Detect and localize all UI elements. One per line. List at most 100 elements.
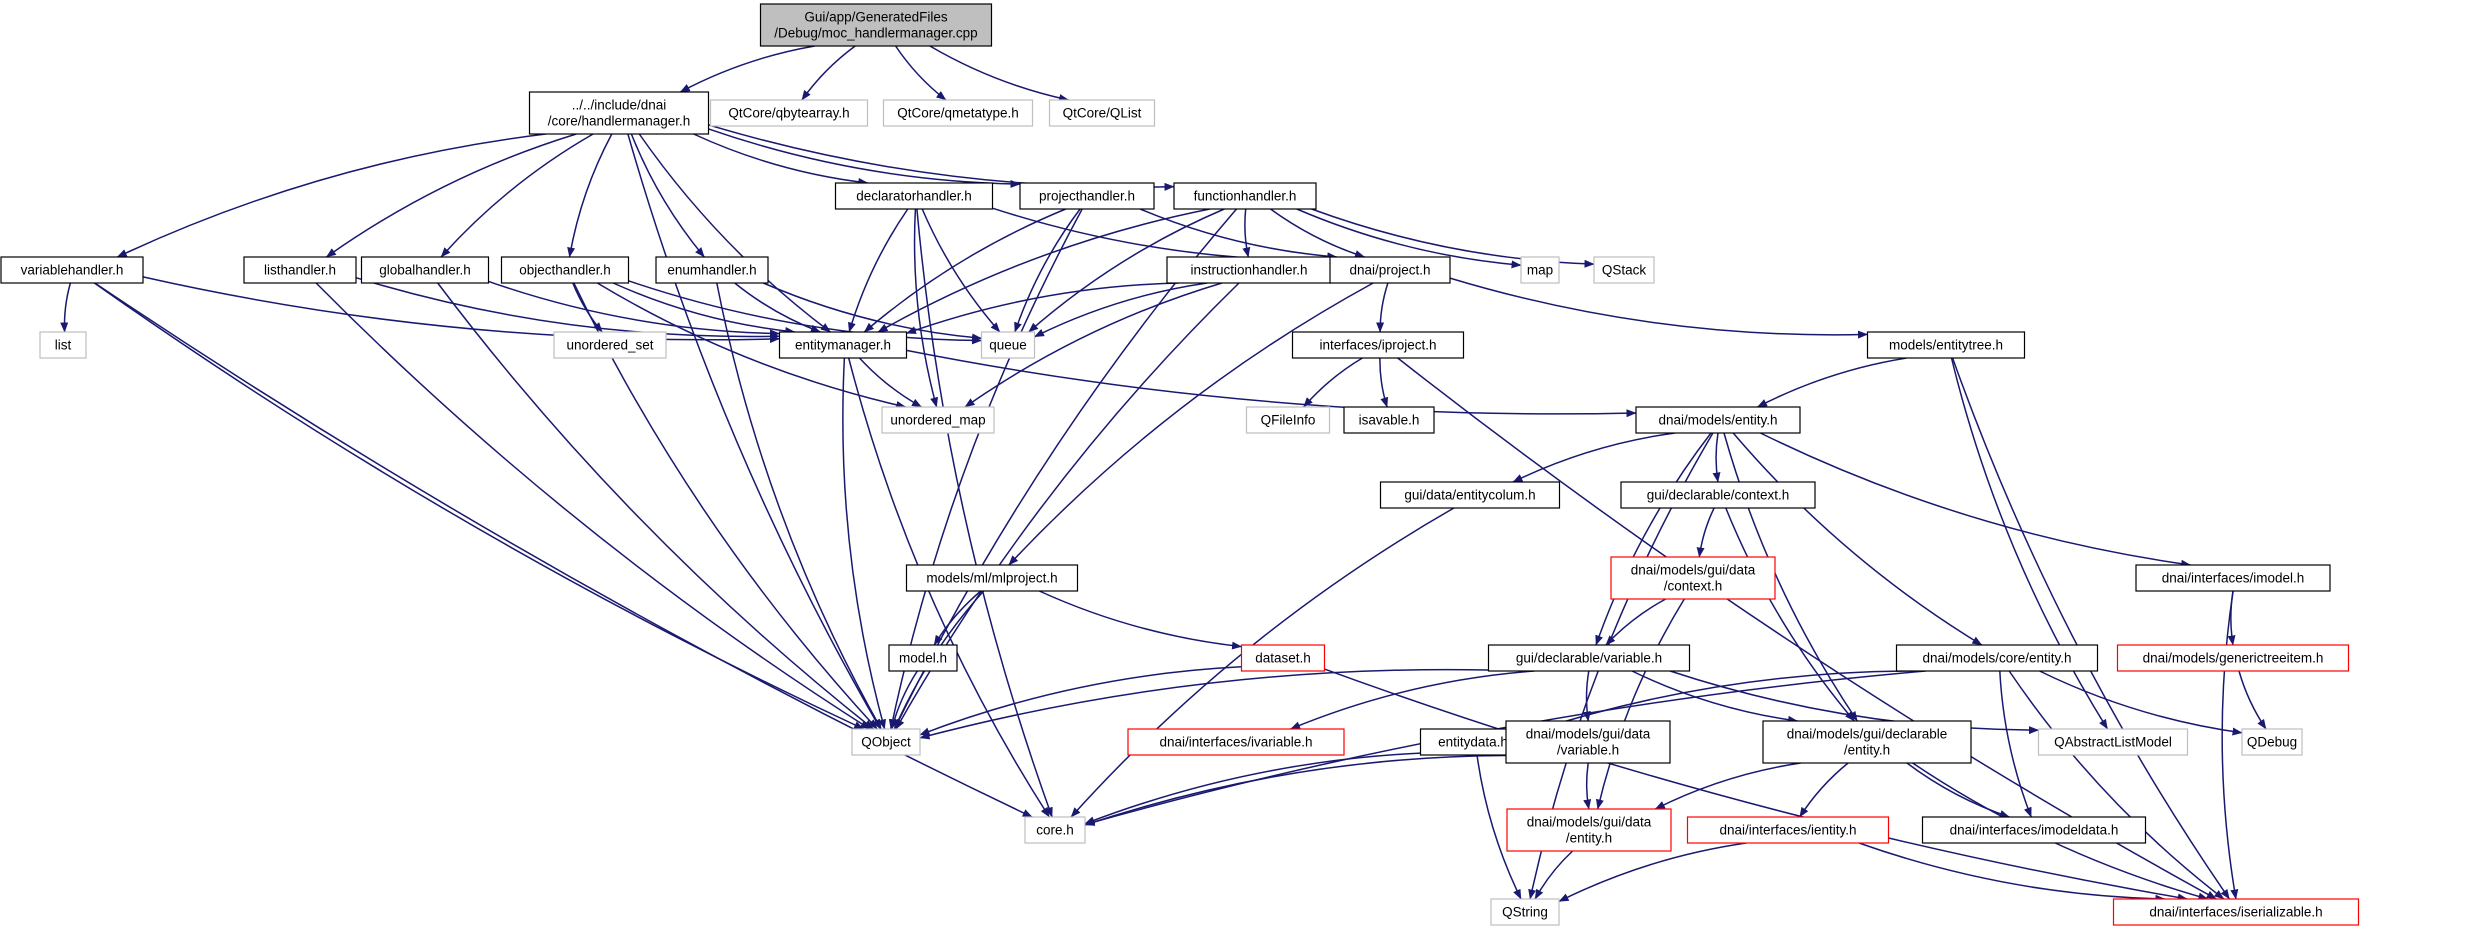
node-globalhandler: globalhandler.h	[360, 256, 490, 284]
node-label: dnai/interfaces/imodeldata.h	[1950, 823, 2119, 838]
node-box	[2037, 728, 2189, 756]
nodes-layer: Gui/app/GeneratedFiles/Debug/moc_handler…	[0, 3, 2360, 926]
edge-handlermanager-to-entitymanager	[638, 133, 831, 333]
node-variable: gui/declarable/variable.h	[1487, 644, 1691, 672]
edge-iproject-to-qfileinfo	[1303, 357, 1363, 408]
node-label: core.h	[1036, 823, 1074, 838]
edge-root-to-qmetatype	[894, 45, 947, 101]
node-label: objecthandler.h	[519, 263, 611, 278]
node-dataset: dataset.h	[1240, 644, 1326, 672]
node-label: instructionhandler.h	[1190, 263, 1307, 278]
node-label: enumhandler.h	[667, 263, 756, 278]
edge-variablehandler-to-list	[60, 282, 72, 333]
edge-listhandler-to-entitymanager	[355, 276, 780, 341]
node-objecthandler: objecthandler.h	[500, 256, 630, 284]
node-iproject: interfaces/iproject.h	[1291, 331, 1465, 359]
node-label: model.h	[899, 651, 947, 666]
edge-core-entity-to-qdebug	[2039, 670, 2243, 736]
node-entity: dnai/models/entity.h	[1635, 406, 1801, 434]
node-entitytree: models/entitytree.h	[1866, 331, 2026, 359]
node-box	[1487, 644, 1691, 672]
node-mlproject: models/ml/mlproject.h	[905, 564, 1079, 592]
node-box	[553, 331, 667, 359]
edge-functionhandler-to-map	[1296, 208, 1522, 269]
node-core: core.h	[1024, 816, 1086, 844]
node-project: dnai/project.h	[1329, 256, 1451, 284]
edge-handlermanager-to-functionhandler	[708, 124, 1175, 191]
node-label: Gui/app/GeneratedFiles	[804, 10, 948, 25]
node-unordered-set: unordered_set	[553, 331, 667, 359]
edge-root-to-qlist	[929, 45, 1070, 102]
node-box	[851, 728, 921, 756]
node-qlist: QtCore/QList	[1048, 99, 1156, 127]
node-label: interfaces/iproject.h	[1319, 338, 1436, 353]
node-list: list	[39, 331, 87, 359]
node-box	[1048, 99, 1156, 127]
node-qmetatype: QtCore/qmetatype.h	[882, 99, 1034, 127]
edge-core-entity-to-imodeldata	[1999, 670, 2032, 818]
node-label: dnai/models/generictreeitem.h	[2143, 651, 2324, 666]
node-entitycolum: gui/data/entitycolum.h	[1379, 481, 1561, 509]
node-box	[709, 99, 869, 127]
edge-core-entity-to-core	[1084, 670, 1926, 826]
node-box	[1490, 898, 1560, 926]
edge-variable-to-qobject	[919, 668, 1489, 740]
node-model: model.h	[888, 644, 958, 672]
node-instructionhandler: instructionhandler.h	[1166, 256, 1332, 284]
node-ivariable: dnai/interfaces/ivariable.h	[1127, 728, 1345, 756]
node-label: isavable.h	[1359, 413, 1420, 428]
edge-projecthandler-to-project	[1139, 208, 1338, 261]
edge-core-entity-to-iserializable	[2008, 670, 2225, 900]
edge-context-to-guidata-context	[1696, 507, 1715, 558]
node-label: models/entitytree.h	[1889, 338, 2003, 353]
node-label: listhandler.h	[264, 263, 336, 278]
edge-guidata-variable-to-core	[1084, 754, 1507, 826]
node-label: globalhandler.h	[379, 263, 471, 278]
edge-functionhandler-to-instructionhandler	[1242, 208, 1251, 258]
edge-context-to-decl-entity	[1725, 507, 1855, 722]
node-box	[655, 256, 769, 284]
edge-projecthandler-to-entitymanager	[863, 208, 1066, 333]
node-box	[500, 256, 630, 284]
node-imodel: dnai/interfaces/imodel.h	[2135, 564, 2331, 592]
edge-entitydata-to-qstring	[1476, 754, 1522, 900]
node-enumhandler: enumhandler.h	[655, 256, 769, 284]
edge-dataset-to-qobject	[919, 666, 1242, 736]
edge-model-to-qobject	[890, 670, 918, 730]
edge-variable-to-guidata-variable	[1582, 670, 1591, 722]
node-listhandler: listhandler.h	[243, 256, 357, 284]
node-queue: queue	[980, 331, 1036, 359]
node-generictreeitem: dnai/models/generictreeitem.h	[2116, 644, 2350, 672]
edge-variable-to-qabstractlistmodel	[1669, 670, 2039, 735]
node-label: dnai/interfaces/ientity.h	[1719, 823, 1856, 838]
edge-instructionhandler-to-queue	[1034, 282, 1208, 338]
edge-core-entity-to-entitydata	[1525, 670, 1916, 735]
edge-entitymanager-to-core	[847, 357, 1050, 818]
edge-objecthandler-to-entitymanager	[612, 282, 796, 335]
edge-handlermanager-to-qobject	[627, 133, 882, 730]
node-box	[1866, 331, 2026, 359]
edge-project-to-iproject	[1376, 282, 1389, 333]
node-label: QString	[1502, 905, 1548, 920]
edge-variablehandler-to-qobject	[93, 282, 865, 730]
node-label: QtCore/QList	[1063, 106, 1142, 121]
node-label: gui/declarable/variable.h	[1516, 651, 1662, 666]
node-label: queue	[989, 338, 1027, 353]
node-box	[1173, 182, 1317, 210]
node-label: entitymanager.h	[795, 338, 891, 353]
edge-entity-to-core-entity	[1732, 432, 1983, 646]
node-qstack: QStack	[1593, 256, 1655, 284]
node-box	[1635, 406, 1801, 434]
node-label: projecthandler.h	[1039, 189, 1135, 204]
node-box	[1379, 481, 1561, 509]
node-label: dnai/models/gui/declarable	[1787, 727, 1948, 742]
node-qbytearray: QtCore/qbytearray.h	[709, 99, 869, 127]
node-label: dnai/models/gui/data	[1527, 815, 1652, 830]
edge-variable-to-decl-entity	[1631, 670, 1798, 724]
node-root: Gui/app/GeneratedFiles/Debug/moc_handler…	[759, 3, 993, 47]
node-entitymanager: entitymanager.h	[778, 331, 908, 359]
node-label: dnai/interfaces/ivariable.h	[1159, 735, 1312, 750]
node-label: variablehandler.h	[21, 263, 124, 278]
node-label: /entity.h	[1844, 743, 1890, 758]
node-box	[1895, 644, 2099, 672]
